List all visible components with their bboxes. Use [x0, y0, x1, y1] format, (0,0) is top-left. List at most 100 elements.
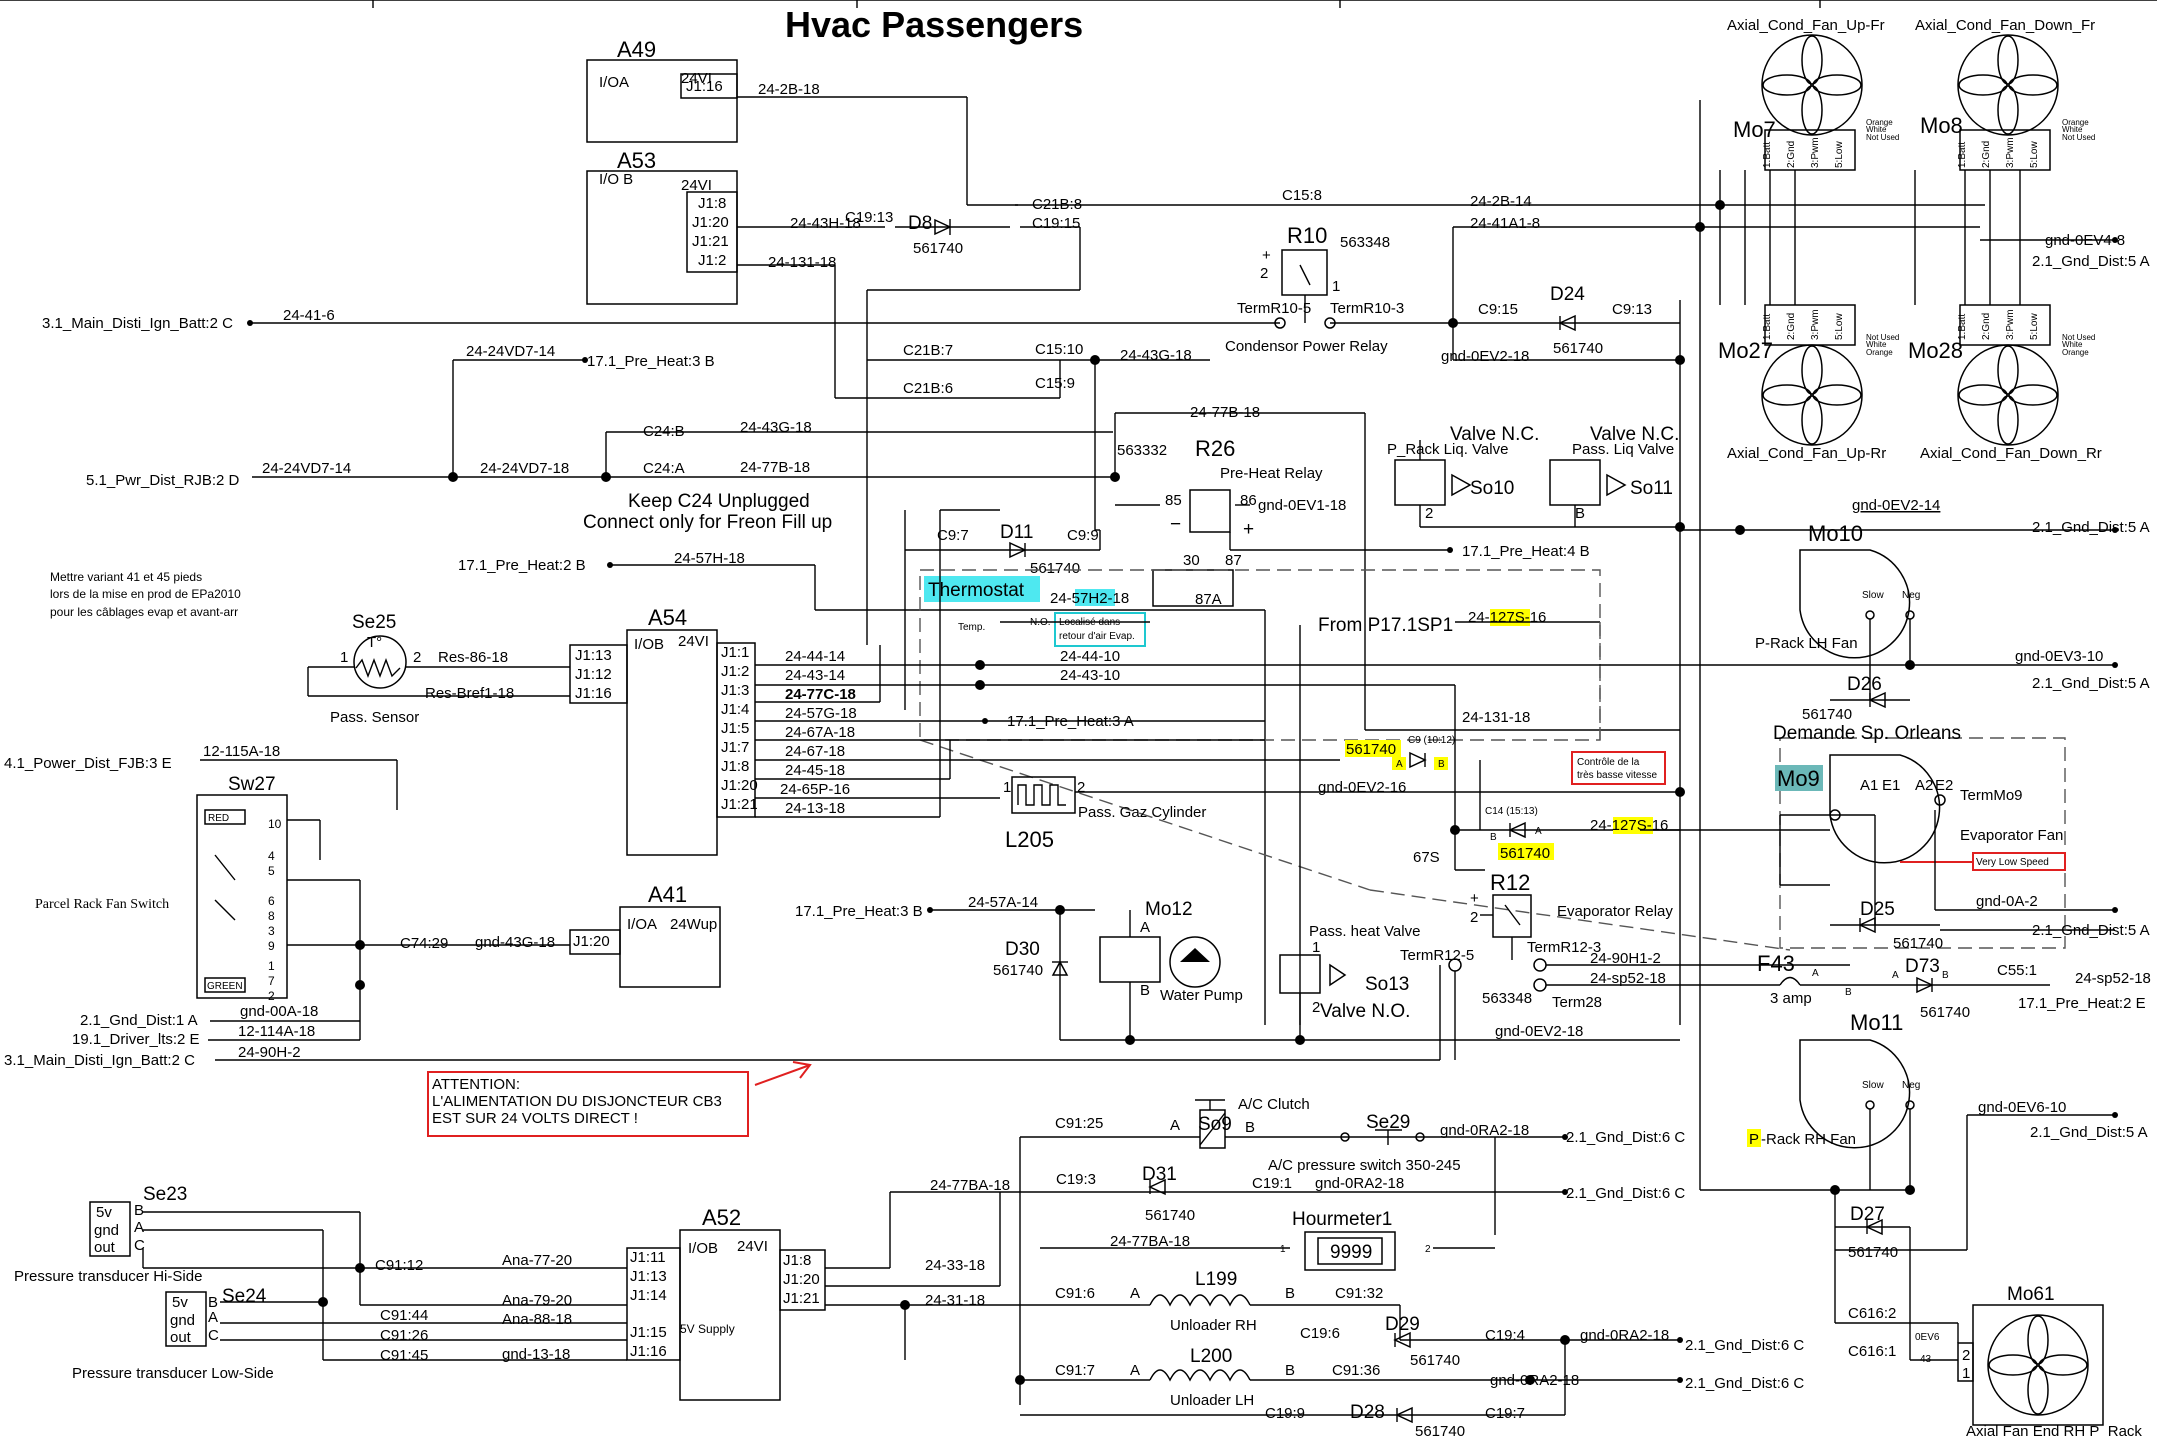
svg-text:563348: 563348	[1340, 234, 1390, 251]
svg-text:3 amp: 3 amp	[1770, 990, 1812, 1007]
svg-text:F43: F43	[1757, 951, 1795, 976]
svg-text:So9: So9	[1198, 1114, 1232, 1135]
svg-text:A: A	[1535, 826, 1542, 837]
fan-mo11: Mo11 Slow Neg P -Rack RH Fan	[1747, 1010, 1920, 1149]
svg-text:J1:2: J1:2	[721, 663, 749, 680]
module-a41: A41 I/OA 24Wup J1:20	[569, 882, 721, 988]
svg-text:2: 2	[1425, 1244, 1431, 1255]
svg-text:24-33-18: 24-33-18	[925, 1257, 985, 1274]
svg-text:Axial_Cond_Fan_Up-Rr: Axial_Cond_Fan_Up-Rr	[1727, 445, 1886, 462]
svg-text:1: 1	[268, 959, 275, 973]
svg-text:Se29: Se29	[1366, 1112, 1410, 1133]
svg-text:-Rack RH Fan: -Rack RH Fan	[1761, 1131, 1856, 1148]
svg-text:C19:6: C19:6	[1300, 1325, 1340, 1342]
svg-text:5:Low: 5:Low	[1834, 141, 1845, 168]
svg-text:2:Gnd: 2:Gnd	[1786, 313, 1797, 340]
svg-text:7: 7	[268, 974, 275, 988]
relay-r10: R10 563348 +21 TermR10-5 TermR10-3 Conde…	[1225, 223, 1404, 355]
svg-text:L'ALIMENTATION DU DISJONCTEUR: L'ALIMENTATION DU DISJONCTEUR CB3	[432, 1093, 722, 1110]
svg-text:2:Gnd: 2:Gnd	[1981, 141, 1992, 168]
svg-text:C91:6: C91:6	[1055, 1285, 1095, 1302]
svg-text:Axial_Cond_Fan_Down_Fr: Axial_Cond_Fan_Down_Fr	[1915, 17, 2095, 34]
svg-text:J1:21: J1:21	[783, 1290, 820, 1307]
svg-text:10: 10	[268, 817, 282, 831]
svg-text:561740: 561740	[1415, 1423, 1465, 1438]
svg-text:C15:9: C15:9	[1035, 375, 1075, 392]
svg-text:24-127S-16: 24-127S-16	[1468, 609, 1546, 626]
svg-text:B: B	[1140, 982, 1150, 999]
svg-text:C19:13: C19:13	[845, 209, 893, 226]
svg-text:J1:13: J1:13	[630, 1268, 667, 1285]
svg-text:561740: 561740	[1500, 845, 1550, 862]
svg-text:Mo9: Mo9	[1777, 766, 1820, 791]
svg-text:24-131-18: 24-131-18	[1462, 709, 1530, 726]
svg-text:Se25: Se25	[352, 612, 396, 633]
svg-text:3: 3	[268, 924, 275, 938]
svg-text:86: 86	[1240, 492, 1257, 509]
svg-text:B: B	[1490, 832, 1497, 843]
svg-text:J1:20: J1:20	[573, 933, 610, 950]
svg-text:Mo8: Mo8	[1920, 113, 1963, 138]
svg-text:2.1_Gnd_Dist:6 C: 2.1_Gnd_Dist:6 C	[1566, 1129, 1685, 1146]
svg-text:L205: L205	[1005, 827, 1054, 852]
svg-text:C19:4: C19:4	[1485, 1327, 1525, 1344]
svg-text:+: +	[1243, 519, 1254, 540]
svg-text:gnd-0EV3-10: gnd-0EV3-10	[2015, 648, 2103, 665]
fan-mo28: 1:Batt 2:Gnd 3:Pwm 5:Low Not Used White …	[1908, 304, 2102, 462]
thermostat: Thermostat Temp. N.O. Localisé dans reto…	[924, 576, 1146, 647]
svg-text:24-sp52-18: 24-sp52-18	[1590, 970, 1666, 987]
valve-so10: Valve N.C. P _Rack Liq. Valve So10 2	[1387, 424, 1539, 522]
svg-text:D73: D73	[1905, 956, 1940, 977]
svg-text:5:Low: 5:Low	[2029, 141, 2040, 168]
svg-text:J1:14: J1:14	[630, 1287, 667, 1304]
svg-text:4.1_Power_Dist_FJB:3 E: 4.1_Power_Dist_FJB:3 E	[4, 755, 172, 772]
svg-text:I/O B: I/O B	[599, 171, 633, 188]
module-a49: A49 I/OA 24VI J1:16	[586, 37, 738, 143]
svg-text:Keep C24 Unplugged: Keep C24 Unplugged	[628, 491, 810, 512]
svg-text:D27: D27	[1850, 1204, 1885, 1225]
svg-text:24-57G-18: 24-57G-18	[785, 705, 857, 722]
svg-text:ATTENTION:: ATTENTION:	[432, 1076, 520, 1093]
svg-text:C15:8: C15:8	[1282, 187, 1322, 204]
svg-text:A: A	[1130, 1285, 1140, 1302]
fan-mo9: Mo9 A1 E1 A2 E2 TermMo9 Evaporator Fan	[1775, 754, 2063, 864]
svg-text:Axial_Cond_Fan_Up-Fr: Axial_Cond_Fan_Up-Fr	[1727, 17, 1885, 34]
svg-text:Mo11: Mo11	[1850, 1010, 1903, 1035]
svg-text:Not Used: Not Used	[2062, 133, 2095, 142]
svg-text:Orange: Orange	[1866, 118, 1893, 127]
svg-text:24-90H1-2: 24-90H1-2	[1590, 950, 1661, 967]
svg-text:J1:16: J1:16	[575, 685, 612, 702]
svg-text:2: 2	[268, 989, 275, 1003]
svg-text:Orange: Orange	[2062, 118, 2089, 127]
svg-text:24-24VD7-18: 24-24VD7-18	[480, 460, 569, 477]
svg-text:A/C Clutch: A/C Clutch	[1238, 1096, 1310, 1113]
svg-text:24-77BA-18: 24-77BA-18	[930, 1177, 1010, 1194]
svg-text:17.1_Pre_Heat:2 E: 17.1_Pre_Heat:2 E	[2018, 995, 2146, 1012]
svg-text:gnd-0A-2: gnd-0A-2	[1976, 893, 2038, 910]
svg-text:J1:4: J1:4	[721, 701, 749, 718]
svg-text:Thermostat: Thermostat	[928, 580, 1025, 601]
svg-text:1: 1	[1280, 1244, 1286, 1255]
svg-text:D26: D26	[1847, 674, 1882, 695]
svg-text:C14 (15:13): C14 (15:13)	[1485, 806, 1538, 817]
svg-text:C9:13: C9:13	[1612, 301, 1652, 318]
svg-text:24-43-14: 24-43-14	[785, 667, 845, 684]
svg-text:24-77B-18: 24-77B-18	[740, 459, 810, 476]
svg-text:J1:11: J1:11	[630, 1249, 666, 1266]
svg-text:24-77B-18: 24-77B-18	[1190, 404, 1260, 421]
svg-text:gnd-13-18: gnd-13-18	[502, 1346, 570, 1363]
svg-text:Se23: Se23	[143, 1184, 187, 1205]
svg-text:gnd-00A-18: gnd-00A-18	[240, 1003, 318, 1020]
svg-text:5:Low: 5:Low	[2029, 313, 2040, 340]
svg-text:B: B	[1942, 970, 1949, 981]
svg-text:White: White	[2062, 340, 2083, 349]
svg-text:2.1_Gnd_Dist:5 A: 2.1_Gnd_Dist:5 A	[2032, 675, 2150, 692]
svg-text:gnd: gnd	[170, 1312, 195, 1329]
svg-text:J1:21: J1:21	[692, 233, 729, 250]
svg-text:9999: 9999	[1330, 1242, 1372, 1263]
svg-text:J1:20: J1:20	[783, 1271, 820, 1288]
